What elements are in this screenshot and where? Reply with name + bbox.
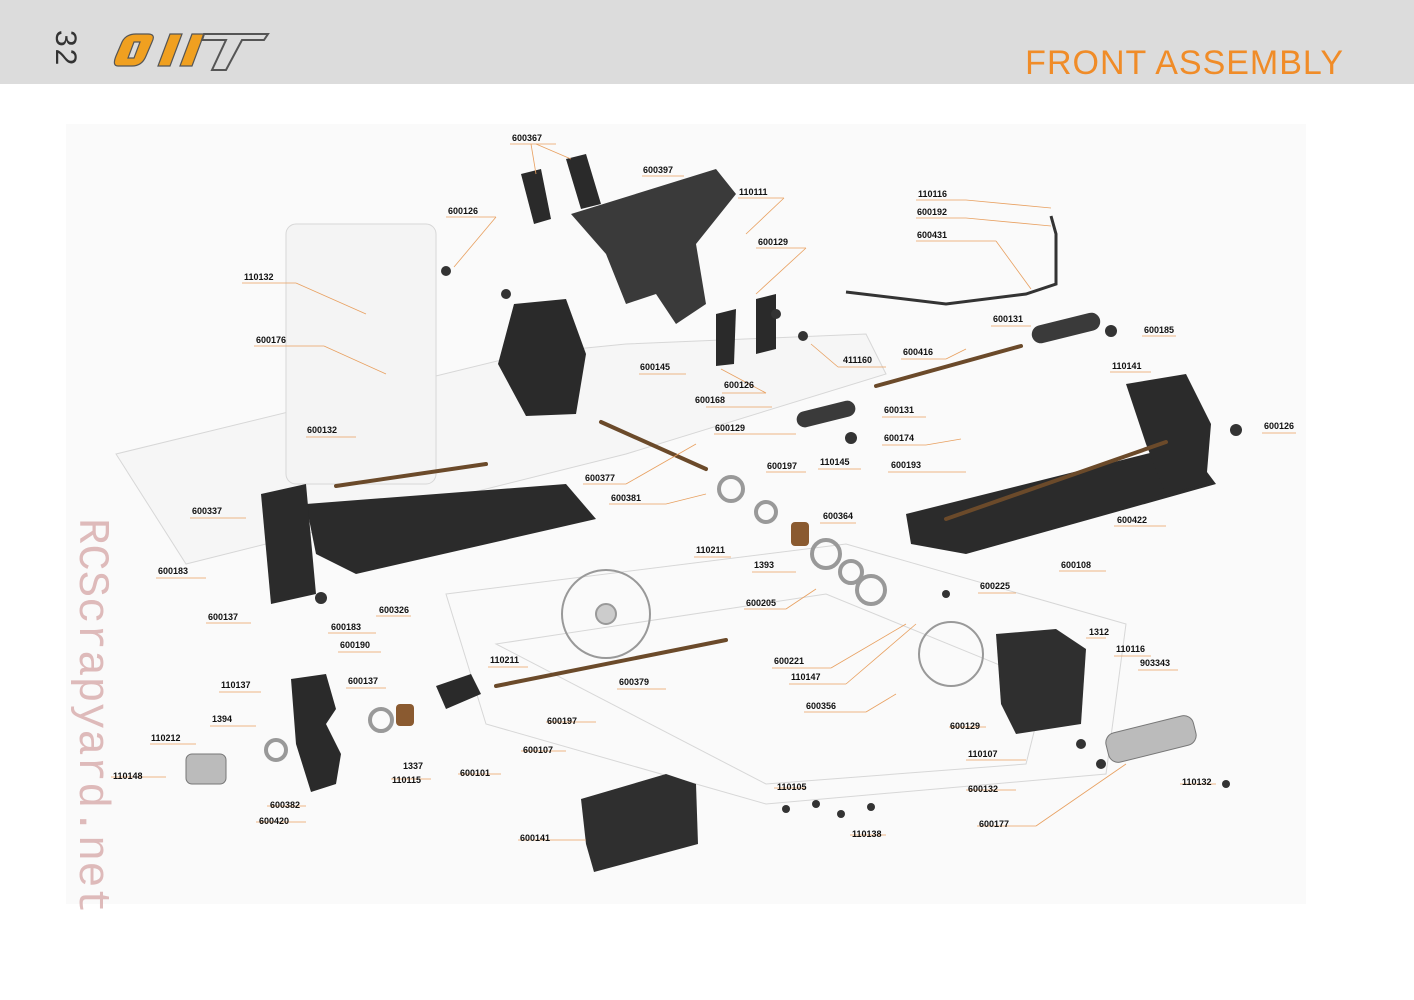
part-label: 600108 bbox=[1061, 560, 1091, 570]
part-label: 600141 bbox=[520, 833, 550, 843]
misc-screws bbox=[315, 266, 1242, 818]
part-label: 600431 bbox=[917, 230, 947, 240]
part-label: 600126 bbox=[724, 380, 754, 390]
part-label: 903343 bbox=[1140, 658, 1170, 668]
part-label: 600397 bbox=[643, 165, 673, 175]
watermark: RCScrapyard.net bbox=[66, 518, 116, 914]
part-label: 600326 bbox=[379, 605, 409, 615]
part-label: 600168 bbox=[695, 395, 725, 405]
bronze-bushings bbox=[396, 522, 809, 726]
part-label: 600205 bbox=[746, 598, 776, 608]
part-label: 600420 bbox=[259, 816, 289, 826]
part-label: 600131 bbox=[884, 405, 914, 415]
part-label: 110141 bbox=[1112, 361, 1142, 371]
shock-tower-mounts bbox=[521, 154, 776, 366]
bearings bbox=[264, 475, 887, 762]
part-label: 600101 bbox=[460, 768, 490, 778]
part-label: 600381 bbox=[611, 493, 641, 503]
part-label: 600137 bbox=[208, 612, 238, 622]
part-label: 600422 bbox=[1117, 515, 1147, 525]
part-label: 600137 bbox=[348, 676, 378, 686]
part-label: 110148 bbox=[113, 771, 143, 781]
part-label: 600221 bbox=[774, 656, 804, 666]
page-title: FRONT ASSEMBLY bbox=[1025, 44, 1344, 82]
part-label: 600185 bbox=[1144, 325, 1174, 335]
page-header: 32 FRONT ASSEMBLY bbox=[0, 0, 1414, 84]
drive-shafts bbox=[334, 344, 1168, 688]
part-label: 600364 bbox=[823, 511, 853, 521]
brand-logo bbox=[113, 33, 270, 71]
part-label: 110138 bbox=[852, 829, 882, 839]
diff-housing bbox=[996, 629, 1086, 734]
part-label: 600356 bbox=[806, 701, 836, 711]
part-label: 600131 bbox=[993, 314, 1023, 324]
page-number: 32 bbox=[49, 30, 82, 68]
part-label: 600190 bbox=[340, 640, 370, 650]
part-label: 600176 bbox=[256, 335, 286, 345]
part-label: 600192 bbox=[917, 207, 947, 217]
hub-body bbox=[185, 715, 1197, 785]
part-label: 110105 bbox=[777, 782, 807, 792]
shock-tower bbox=[571, 169, 736, 324]
part-label: 600129 bbox=[950, 721, 980, 731]
part-label: 600174 bbox=[884, 433, 914, 443]
part-label: 600197 bbox=[767, 461, 797, 471]
part-label: 600379 bbox=[619, 677, 649, 687]
part-label: 600337 bbox=[192, 506, 222, 516]
part-label: 600225 bbox=[980, 581, 1010, 591]
bulkhead-upper bbox=[498, 299, 586, 416]
part-label: 600193 bbox=[891, 460, 921, 470]
part-label: 411160 bbox=[843, 355, 872, 365]
exploded-diagram-area: 600367 600397 110111 600126 600129 11011… bbox=[66, 124, 1306, 904]
part-label: 1393 bbox=[754, 560, 774, 570]
part-label: 600197 bbox=[547, 716, 577, 726]
part-label: 110145 bbox=[820, 457, 850, 467]
front-left-arm bbox=[261, 484, 596, 604]
part-label: 110132 bbox=[1182, 777, 1212, 787]
part-label: 110116 bbox=[1116, 644, 1145, 654]
part-label: 110212 bbox=[151, 733, 181, 743]
part-label: 600129 bbox=[715, 423, 745, 433]
part-label: 600126 bbox=[1264, 421, 1294, 431]
part-labels: 600367 600397 110111 600126 600129 11011… bbox=[113, 133, 1294, 843]
part-label: 600132 bbox=[307, 425, 337, 435]
part-label: 1337 bbox=[403, 761, 423, 771]
part-label: 110116 bbox=[918, 189, 947, 199]
steering-linkages bbox=[796, 312, 1101, 428]
part-label: 600382 bbox=[270, 800, 300, 810]
part-label: 1312 bbox=[1089, 627, 1109, 637]
part-label: 110107 bbox=[968, 749, 998, 759]
part-label: 600126 bbox=[448, 206, 478, 216]
part-label: 600145 bbox=[640, 362, 670, 372]
front-right-arm bbox=[906, 374, 1216, 554]
sway-bar bbox=[845, 215, 1058, 306]
part-label: 600416 bbox=[903, 347, 933, 357]
front-assembly-diagram: 600367 600397 110111 600126 600129 11011… bbox=[111, 133, 1296, 872]
front-differential bbox=[561, 569, 984, 687]
part-label: 600377 bbox=[585, 473, 615, 483]
part-label: 110147 bbox=[791, 672, 821, 682]
chassis-skid-plate bbox=[581, 774, 698, 872]
part-label: 110137 bbox=[221, 680, 251, 690]
part-label: 600367 bbox=[512, 133, 542, 143]
part-label: 110115 bbox=[392, 775, 421, 785]
part-label: 110211 bbox=[696, 545, 725, 555]
part-label: 600132 bbox=[968, 784, 998, 794]
rear-hub-carrier-left bbox=[291, 674, 481, 792]
part-label: 110132 bbox=[244, 272, 274, 282]
watermark-text: RCScrapyard.net bbox=[66, 518, 116, 914]
leader-lines bbox=[111, 143, 1296, 841]
part-label: 600183 bbox=[158, 566, 188, 576]
part-label: 1394 bbox=[212, 714, 232, 724]
part-label: 110111 bbox=[739, 187, 768, 197]
part-label: 600129 bbox=[758, 237, 788, 247]
part-label: 600183 bbox=[331, 622, 361, 632]
part-label: 600107 bbox=[523, 745, 553, 755]
part-label: 600177 bbox=[979, 819, 1009, 829]
part-label: 110211 bbox=[490, 655, 519, 665]
